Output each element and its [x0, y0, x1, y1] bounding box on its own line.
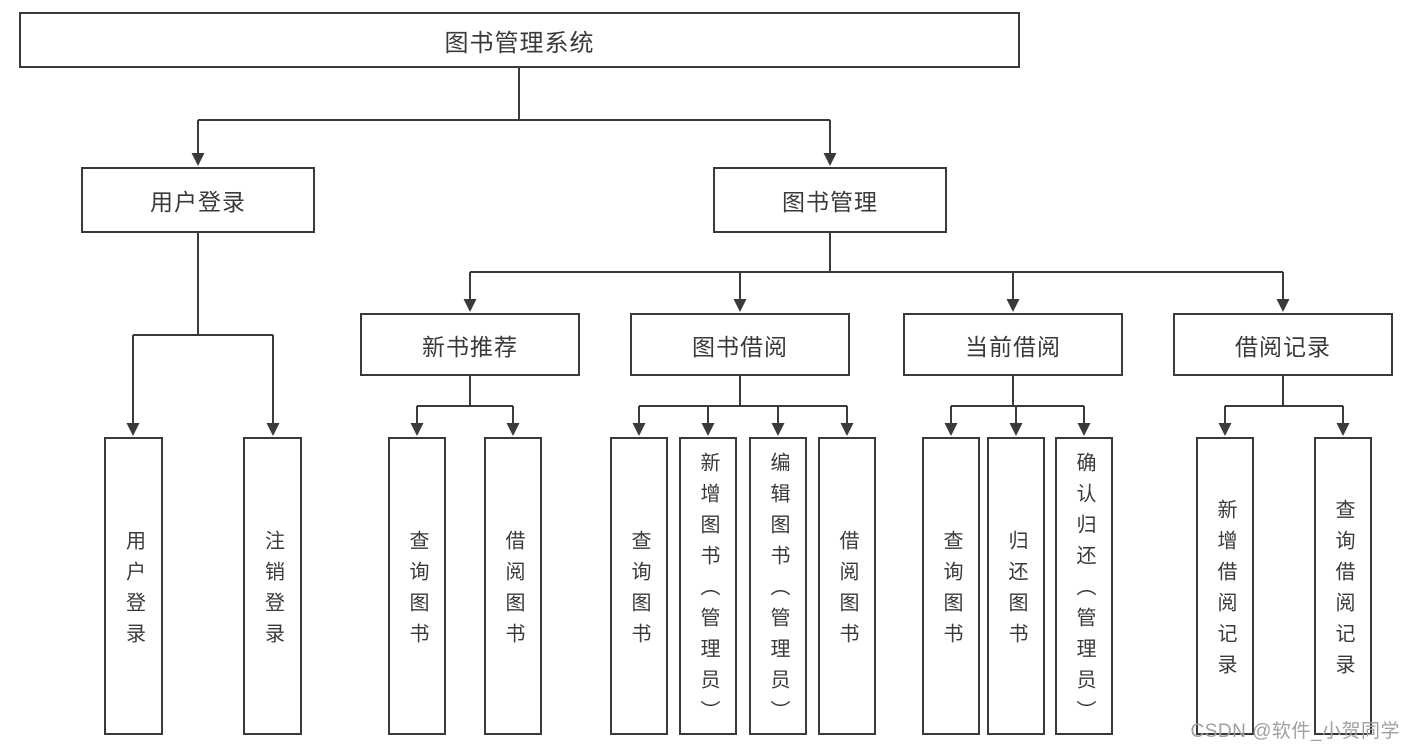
arrowhead	[410, 423, 424, 436]
node-leaf-br-add-record: 新增借阅记录	[1196, 437, 1254, 735]
node-leaf-br-query-record: 查询借阅记录	[1314, 437, 1372, 735]
arrowhead	[1218, 423, 1232, 436]
arrowhead	[126, 423, 140, 436]
connector-user-login-children	[132, 233, 274, 424]
node-leaf-nb-query-books: 查询图书	[388, 437, 446, 735]
watermark: CSDN @软件_小贺同学	[1190, 721, 1400, 742]
arrowhead	[944, 423, 958, 436]
node-current-borrowing-label: 当前借阅	[965, 333, 1061, 360]
arrowhead	[463, 299, 477, 312]
node-current-borrowing: 当前借阅	[903, 313, 1123, 376]
node-leaf-cb-query-books: 查询图书	[922, 437, 980, 735]
node-root: 图书管理系统	[19, 12, 1020, 68]
node-book-borrowing: 图书借阅	[630, 313, 850, 376]
arrowhead	[632, 423, 646, 436]
node-root-label: 图书管理系统	[444, 29, 595, 57]
node-user-login-label: 用户登录	[150, 189, 246, 215]
node-leaf-br-query-record-label: 查询借阅记录	[1332, 498, 1354, 685]
node-leaf-cb-return-books: 归还图书	[987, 437, 1045, 735]
arrowhead	[771, 423, 785, 436]
arrowheads	[126, 153, 1350, 436]
node-leaf-nb-query-books-label: 查询图书	[406, 529, 428, 654]
arrowhead	[840, 423, 854, 436]
node-leaf-cb-confirm-return-label: 确认归还（管理员）	[1073, 452, 1095, 731]
connector-new-book-children	[416, 376, 514, 424]
node-leaf-logout: 注销登录	[243, 437, 302, 735]
node-leaf-logout-label: 注销登录	[261, 529, 284, 654]
node-user-login: 用户登录	[81, 167, 315, 233]
arrowhead	[823, 153, 837, 166]
node-leaf-user-login: 用户登录	[104, 437, 163, 735]
node-leaf-bb-query-books: 查询图书	[610, 437, 668, 735]
node-leaf-cb-query-books-label: 查询图书	[940, 529, 962, 654]
node-borrowing-records: 借阅记录	[1173, 313, 1393, 376]
node-leaf-nb-borrow-books-label: 借阅图书	[502, 529, 524, 654]
connector-book-management-children	[469, 233, 1284, 302]
node-leaf-bb-edit-books-label: 编辑图书（管理员）	[767, 452, 789, 731]
arrowhead	[1009, 423, 1023, 436]
arrowhead	[701, 423, 715, 436]
node-leaf-nb-borrow-books: 借阅图书	[484, 437, 542, 735]
arrowhead	[1006, 299, 1020, 312]
arrowhead	[733, 299, 747, 312]
connector-current-borrowing-children	[950, 376, 1085, 424]
node-leaf-user-login-label: 用户登录	[122, 529, 145, 654]
node-leaf-bb-borrow-books-label: 借阅图书	[836, 529, 858, 654]
arrowhead	[506, 423, 520, 436]
connector-book-borrowing-children	[638, 376, 848, 424]
node-new-book-recommendation-label: 新书推荐	[422, 333, 518, 360]
arrowhead	[1077, 423, 1091, 436]
node-book-management-label: 图书管理	[782, 189, 878, 215]
arrowhead	[1276, 299, 1290, 312]
node-leaf-cb-return-books-label: 归还图书	[1005, 529, 1027, 654]
node-leaf-bb-borrow-books: 借阅图书	[818, 437, 876, 735]
arrowhead	[1336, 423, 1350, 436]
node-leaf-bb-query-books-label: 查询图书	[628, 529, 650, 654]
node-leaf-bb-add-books-label: 新增图书（管理员）	[697, 452, 719, 731]
node-book-borrowing-label: 图书借阅	[692, 333, 788, 360]
connector-root-to-level2	[197, 68, 831, 156]
node-leaf-br-add-record-label: 新增借阅记录	[1214, 498, 1236, 685]
node-leaf-bb-add-books: 新增图书（管理员）	[679, 437, 737, 735]
arrowhead	[191, 153, 205, 166]
arrowhead	[266, 423, 280, 436]
node-book-management: 图书管理	[713, 167, 947, 233]
node-new-book-recommendation: 新书推荐	[360, 313, 580, 376]
connector-borrowing-records-children	[1224, 376, 1344, 424]
node-leaf-bb-edit-books: 编辑图书（管理员）	[749, 437, 807, 735]
node-borrowing-records-label: 借阅记录	[1235, 333, 1331, 360]
node-leaf-cb-confirm-return: 确认归还（管理员）	[1055, 437, 1113, 735]
